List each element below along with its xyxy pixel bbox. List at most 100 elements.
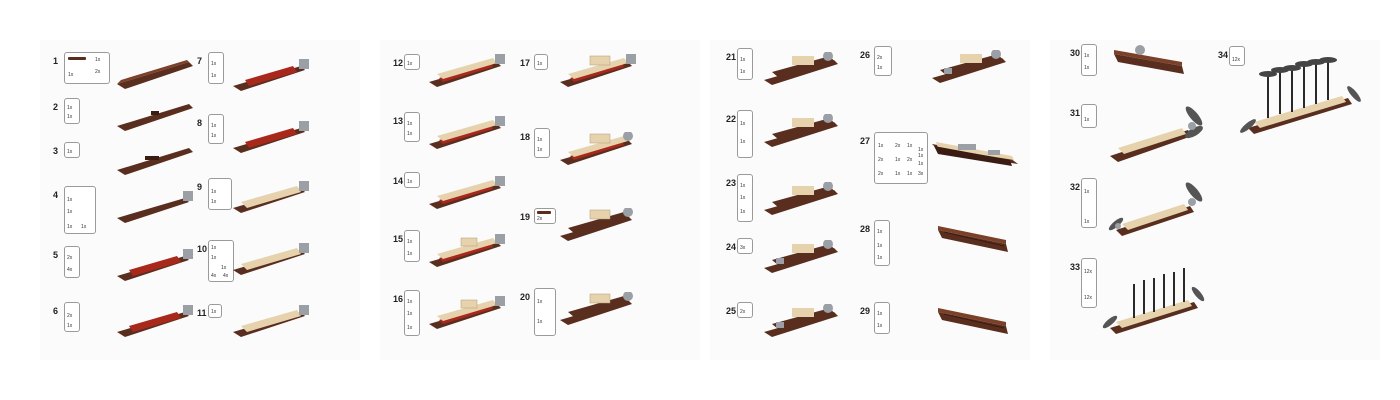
step-23: 23 1x 1x 1x (726, 174, 876, 224)
step-number: 6 (53, 306, 59, 316)
step-number: 12 (393, 58, 404, 68)
parts-callout: 1x 1x (208, 52, 224, 84)
step-number: 31 (1070, 108, 1081, 118)
parts-callout: 1x 1x (534, 288, 556, 336)
step-number: 19 (520, 212, 531, 222)
step-10: 10 1x 1x 1x 4x 4x (197, 240, 347, 290)
hull-model (233, 243, 309, 275)
parts-callout: 1x 1x 1x (737, 174, 753, 222)
parts-callout: 1x 1x 2x (64, 52, 110, 84)
parts-callout: 12x 12x (1081, 258, 1097, 308)
step-19: 19 2x (520, 208, 690, 258)
step-number: 13 (393, 116, 404, 126)
parts-callout: 2x (534, 208, 556, 224)
instruction-page-1: 1 1x 1x 2x 2 1x 1x 3 1x 4 1x (40, 40, 360, 360)
step-number: 8 (197, 118, 203, 128)
parts-callout: 1x (64, 142, 80, 158)
step-number: 11 (197, 308, 207, 318)
step-31: 31 1x (1070, 104, 1240, 162)
hull-model (764, 240, 838, 273)
step-9: 9 1x 1x (197, 178, 347, 228)
hull-model (429, 296, 505, 329)
hull-model (1114, 45, 1184, 74)
step-number: 27 (860, 136, 871, 146)
parts-callout: 1x 1x 1x 1x (64, 186, 96, 234)
step-number: 7 (197, 56, 203, 66)
step-number: 33 (1070, 262, 1081, 272)
parts-callout: 1x 1x (1081, 44, 1097, 76)
hull-model (117, 305, 193, 337)
step-8: 8 1x 1x (197, 114, 347, 164)
step-24: 24 3x (726, 238, 876, 288)
step-number: 32 (1070, 182, 1081, 192)
hull-model (117, 104, 193, 131)
step-number: 28 (860, 224, 871, 234)
parts-callout: 1x 1x (534, 128, 550, 158)
step-number: 20 (520, 292, 531, 302)
hull-model (233, 121, 309, 153)
hull-model (429, 116, 505, 149)
parts-callout: 1x 1x (208, 114, 224, 144)
hull-model (117, 60, 193, 89)
hull-model (932, 50, 1006, 83)
step-number: 14 (393, 176, 404, 186)
step-28: 28 1x 1x 1x (860, 220, 1030, 270)
parts-callout: 2x 1x (874, 46, 892, 76)
parts-callout: 2x (737, 302, 753, 318)
parts-callout: 1x 1x (1081, 178, 1097, 228)
hull-model (233, 59, 309, 91)
hull-model (233, 181, 309, 213)
step-number: 24 (726, 242, 737, 252)
step-29: 29 1x 1x (860, 302, 1030, 352)
step-11: 11 1x (197, 304, 347, 354)
step-number: 10 (197, 244, 208, 254)
step-number: 2 (53, 102, 59, 112)
hull-with-masts (1102, 268, 1205, 334)
instruction-page-3: 21 1x 1x 22 1x 1x 23 1x 1x 1x 24 (710, 40, 1030, 360)
hull-model (932, 142, 1018, 166)
step-4: 4 1x 1x 1x 1x (53, 186, 203, 236)
step-21: 21 1x 1x (726, 48, 876, 98)
hull-with-propellers (1108, 182, 1203, 236)
step-14: 14 1x (393, 172, 543, 222)
parts-callout: 1x 1x (208, 178, 232, 210)
hull-model (429, 176, 505, 209)
parts-callout: 3x (737, 238, 753, 254)
parts-callout: 1x (404, 172, 420, 188)
step-17: 17 1x (520, 54, 690, 104)
step-6: 6 2x 1x (53, 302, 203, 352)
step-27: 27 1x 2x 1x 1x 2x 1x 2x 1x 1x 2x 1x 3x 1… (860, 132, 1030, 184)
hull-model (764, 182, 838, 215)
step-number: 17 (520, 58, 531, 68)
step-number: 34 (1218, 50, 1229, 60)
step-18: 18 1x 1x (520, 128, 690, 178)
step-15: 15 1x 1x (393, 230, 543, 280)
hull-model (117, 148, 193, 175)
parts-callout: 1x 1x 1x (404, 290, 420, 336)
step-22: 22 1x 1x (726, 110, 876, 160)
step-number: 23 (726, 178, 737, 188)
hull-model (560, 208, 633, 241)
step-13: 13 1x 1x (393, 112, 543, 162)
hull-model (938, 226, 1008, 252)
parts-callout: 1x 1x 1x 4x 4x (208, 240, 234, 282)
step-number: 26 (860, 50, 871, 60)
step-33: 33 12x 12x (1070, 258, 1240, 334)
step-1: 1 1x 1x 2x (53, 52, 203, 102)
parts-callout: 1x (208, 304, 222, 318)
hull-model (764, 114, 838, 147)
step-number: 30 (1070, 48, 1081, 58)
step-32: 32 1x 1x (1070, 178, 1240, 236)
hull-model (233, 305, 309, 337)
hull-model (429, 234, 505, 267)
step-number: 9 (197, 182, 203, 192)
step-number: 1 (53, 56, 59, 66)
parts-callout: 1x 1x 1x (874, 220, 890, 266)
step-number: 15 (393, 234, 404, 244)
parts-callout: 1x (534, 54, 548, 70)
parts-callout: 1x (1081, 104, 1097, 128)
parts-callout: 1x 1x (64, 98, 80, 124)
step-number: 29 (860, 306, 871, 316)
completed-airship (1240, 57, 1361, 134)
hull-model (764, 304, 838, 337)
